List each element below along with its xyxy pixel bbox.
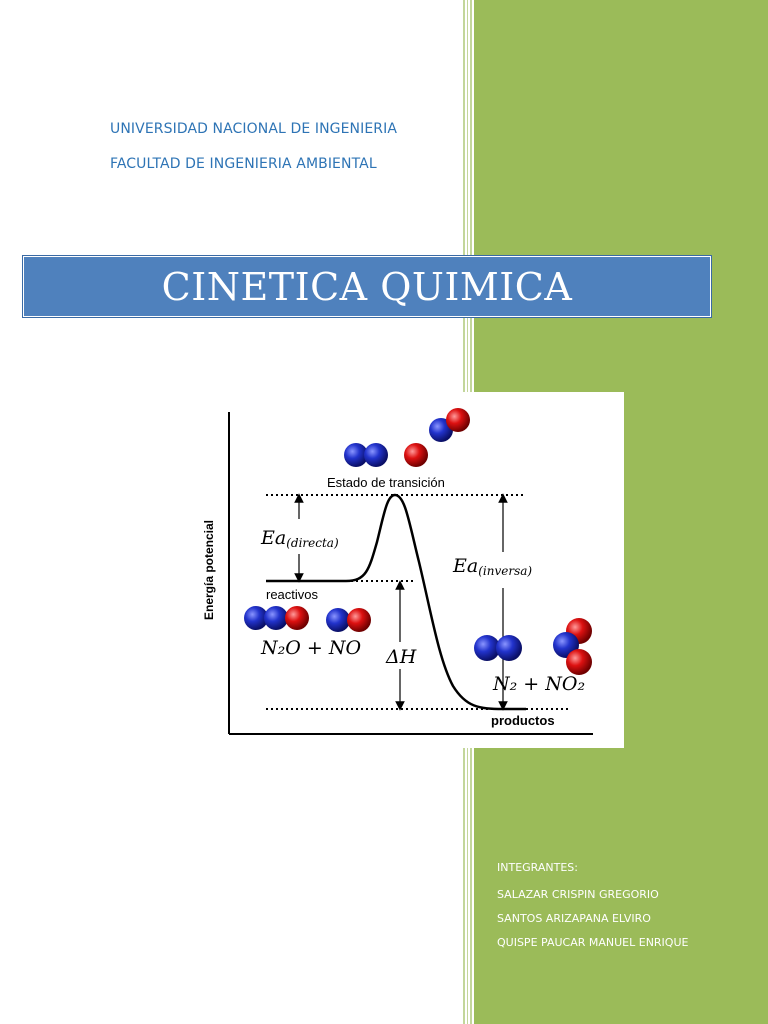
member-name: QUISPE PAUCAR MANUEL ENRIQUE	[497, 936, 689, 949]
reactant-molecules	[244, 606, 371, 632]
reaction-curve	[266, 493, 526, 711]
ea-inverse-label: Ea(inversa)	[452, 555, 532, 578]
member-name: SANTOS ARIZAPANA ELVIRO	[497, 912, 651, 925]
ea-direct-label: Ea(directa)	[260, 527, 339, 550]
energy-diagram: Energía potencial Ea(directa) Ea(inversa…	[181, 392, 624, 748]
title-banner: CINETICA QUIMICA	[22, 255, 712, 318]
y-axis-label: Energía potencial	[202, 520, 216, 620]
team-members: INTEGRANTES: SALAZAR CRISPIN GREGORIO SA…	[497, 861, 688, 960]
energy-diagram-svg: Energía potencial Ea(directa) Ea(inversa…	[202, 408, 593, 735]
document-title: CINETICA QUIMICA	[161, 264, 573, 309]
products-formula: N₂ + NO₂	[492, 673, 585, 695]
products-label: productos	[491, 713, 555, 728]
reactants-label: reactivos	[266, 587, 319, 602]
product-molecules	[474, 618, 592, 675]
member-name: SALAZAR CRISPIN GREGORIO	[497, 888, 659, 901]
members-heading: INTEGRANTES:	[497, 861, 578, 874]
reactants-formula: N₂O + NO	[260, 637, 361, 659]
faculty-name: FACULTAD DE INGENIERIA AMBIENTAL	[110, 156, 377, 172]
delta-h-label: ΔH	[385, 646, 417, 668]
transition-state-molecules	[344, 408, 470, 467]
university-name: UNIVERSIDAD NACIONAL DE INGENIERIA	[110, 121, 398, 137]
transition-state-label: Estado de transición	[327, 475, 445, 490]
